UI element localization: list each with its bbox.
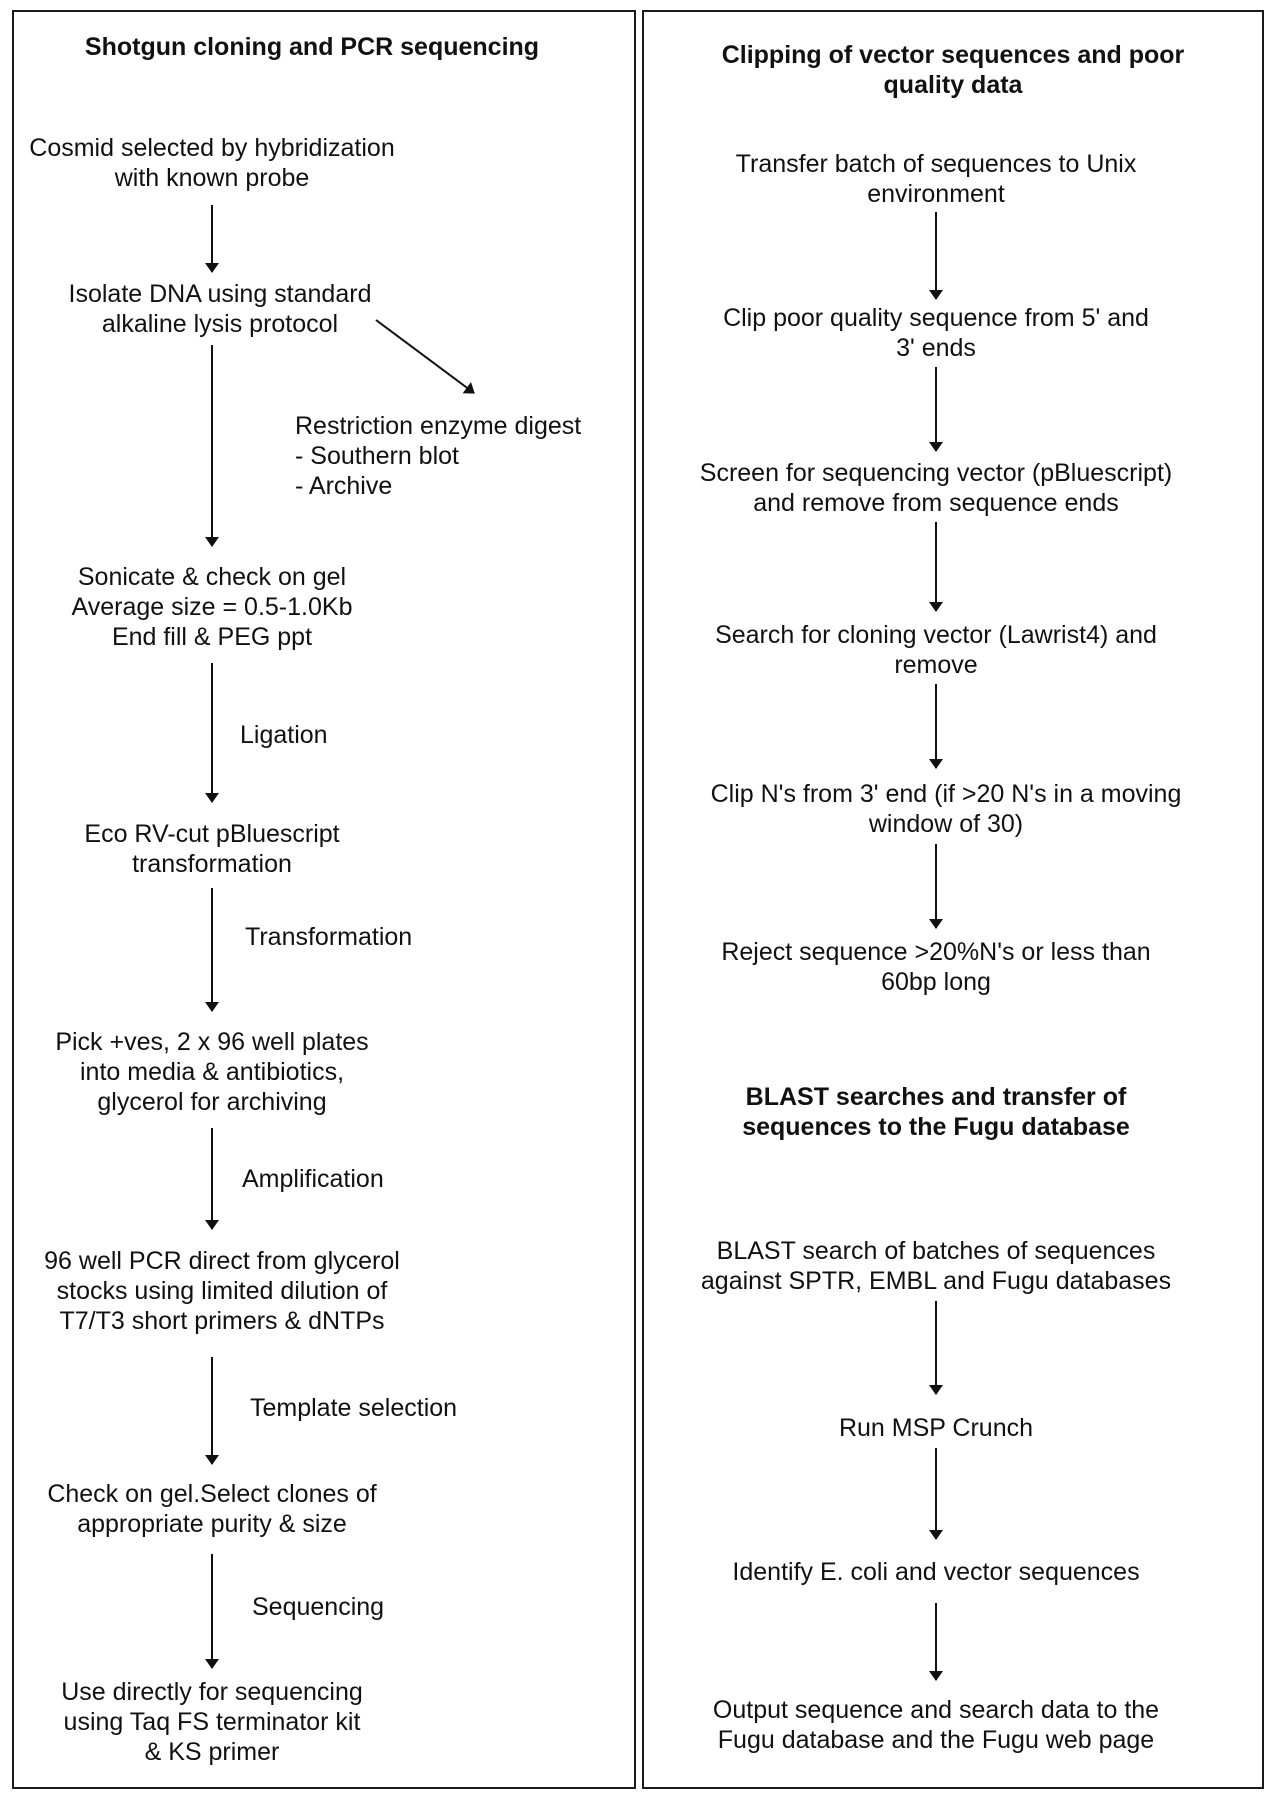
step-96-well-pcr: 96 well PCR direct from glycerol stocks … [44, 1247, 400, 1335]
step-identify-ecoli: Identify E. coli and vector sequences [732, 1558, 1140, 1586]
step-blast-search: BLAST search of batches of sequences aga… [700, 1237, 1172, 1295]
arrow-label-ligation: Ligation [240, 721, 328, 749]
arrow-label-sequencing: Sequencing [252, 1593, 385, 1621]
arrow-label-template-selection: Template selection [250, 1394, 458, 1422]
step-search-cloning-vector: Search for cloning vector (Lawrist4) and… [715, 621, 1157, 679]
step-clip-ns: Clip N's from 3' end (if >20 N's in a mo… [710, 780, 1182, 838]
left-title: Shotgun cloning and PCR sequencing [84, 33, 540, 61]
step-pick-ves: Pick +ves, 2 x 96 well plates into media… [55, 1028, 369, 1116]
arrow-diagonal [375, 319, 475, 394]
step-transfer-unix: Transfer batch of sequences to Unix envi… [735, 150, 1137, 208]
step-cosmid: Cosmid selected by hybridization with kn… [29, 134, 395, 192]
arrow-label-transformation: Transformation [245, 923, 413, 951]
step-isolate-dna: Isolate DNA using standard alkaline lysi… [68, 280, 372, 338]
side-branch-restriction: Restriction enzyme digest - Southern blo… [295, 412, 582, 500]
right-title-clipping: Clipping of vector sequences and poor qu… [721, 41, 1185, 99]
step-sonicate: Sonicate & check on gel Average size = 0… [71, 563, 353, 651]
step-reject-sequence: Reject sequence >20%N's or less than 60b… [721, 938, 1151, 996]
step-clip-poor-quality: Clip poor quality sequence from 5' and 3… [723, 304, 1149, 362]
step-use-directly: Use directly for sequencing using Taq FS… [61, 1678, 363, 1766]
step-run-msp-crunch: Run MSP Crunch [838, 1414, 1034, 1442]
left-panel [12, 10, 636, 1789]
step-eco-rv: Eco RV-cut pBluescript transformation [84, 820, 340, 878]
arrow-label-amplification: Amplification [242, 1165, 384, 1193]
step-check-on-gel: Check on gel.Select clones of appropriat… [47, 1480, 377, 1538]
step-output-sequence: Output sequence and search data to the F… [712, 1696, 1160, 1754]
right-panel [642, 10, 1264, 1789]
step-screen-sequencing-vector: Screen for sequencing vector (pBluescrip… [699, 459, 1173, 517]
right-title-blast: BLAST searches and transfer of sequences… [742, 1083, 1130, 1141]
